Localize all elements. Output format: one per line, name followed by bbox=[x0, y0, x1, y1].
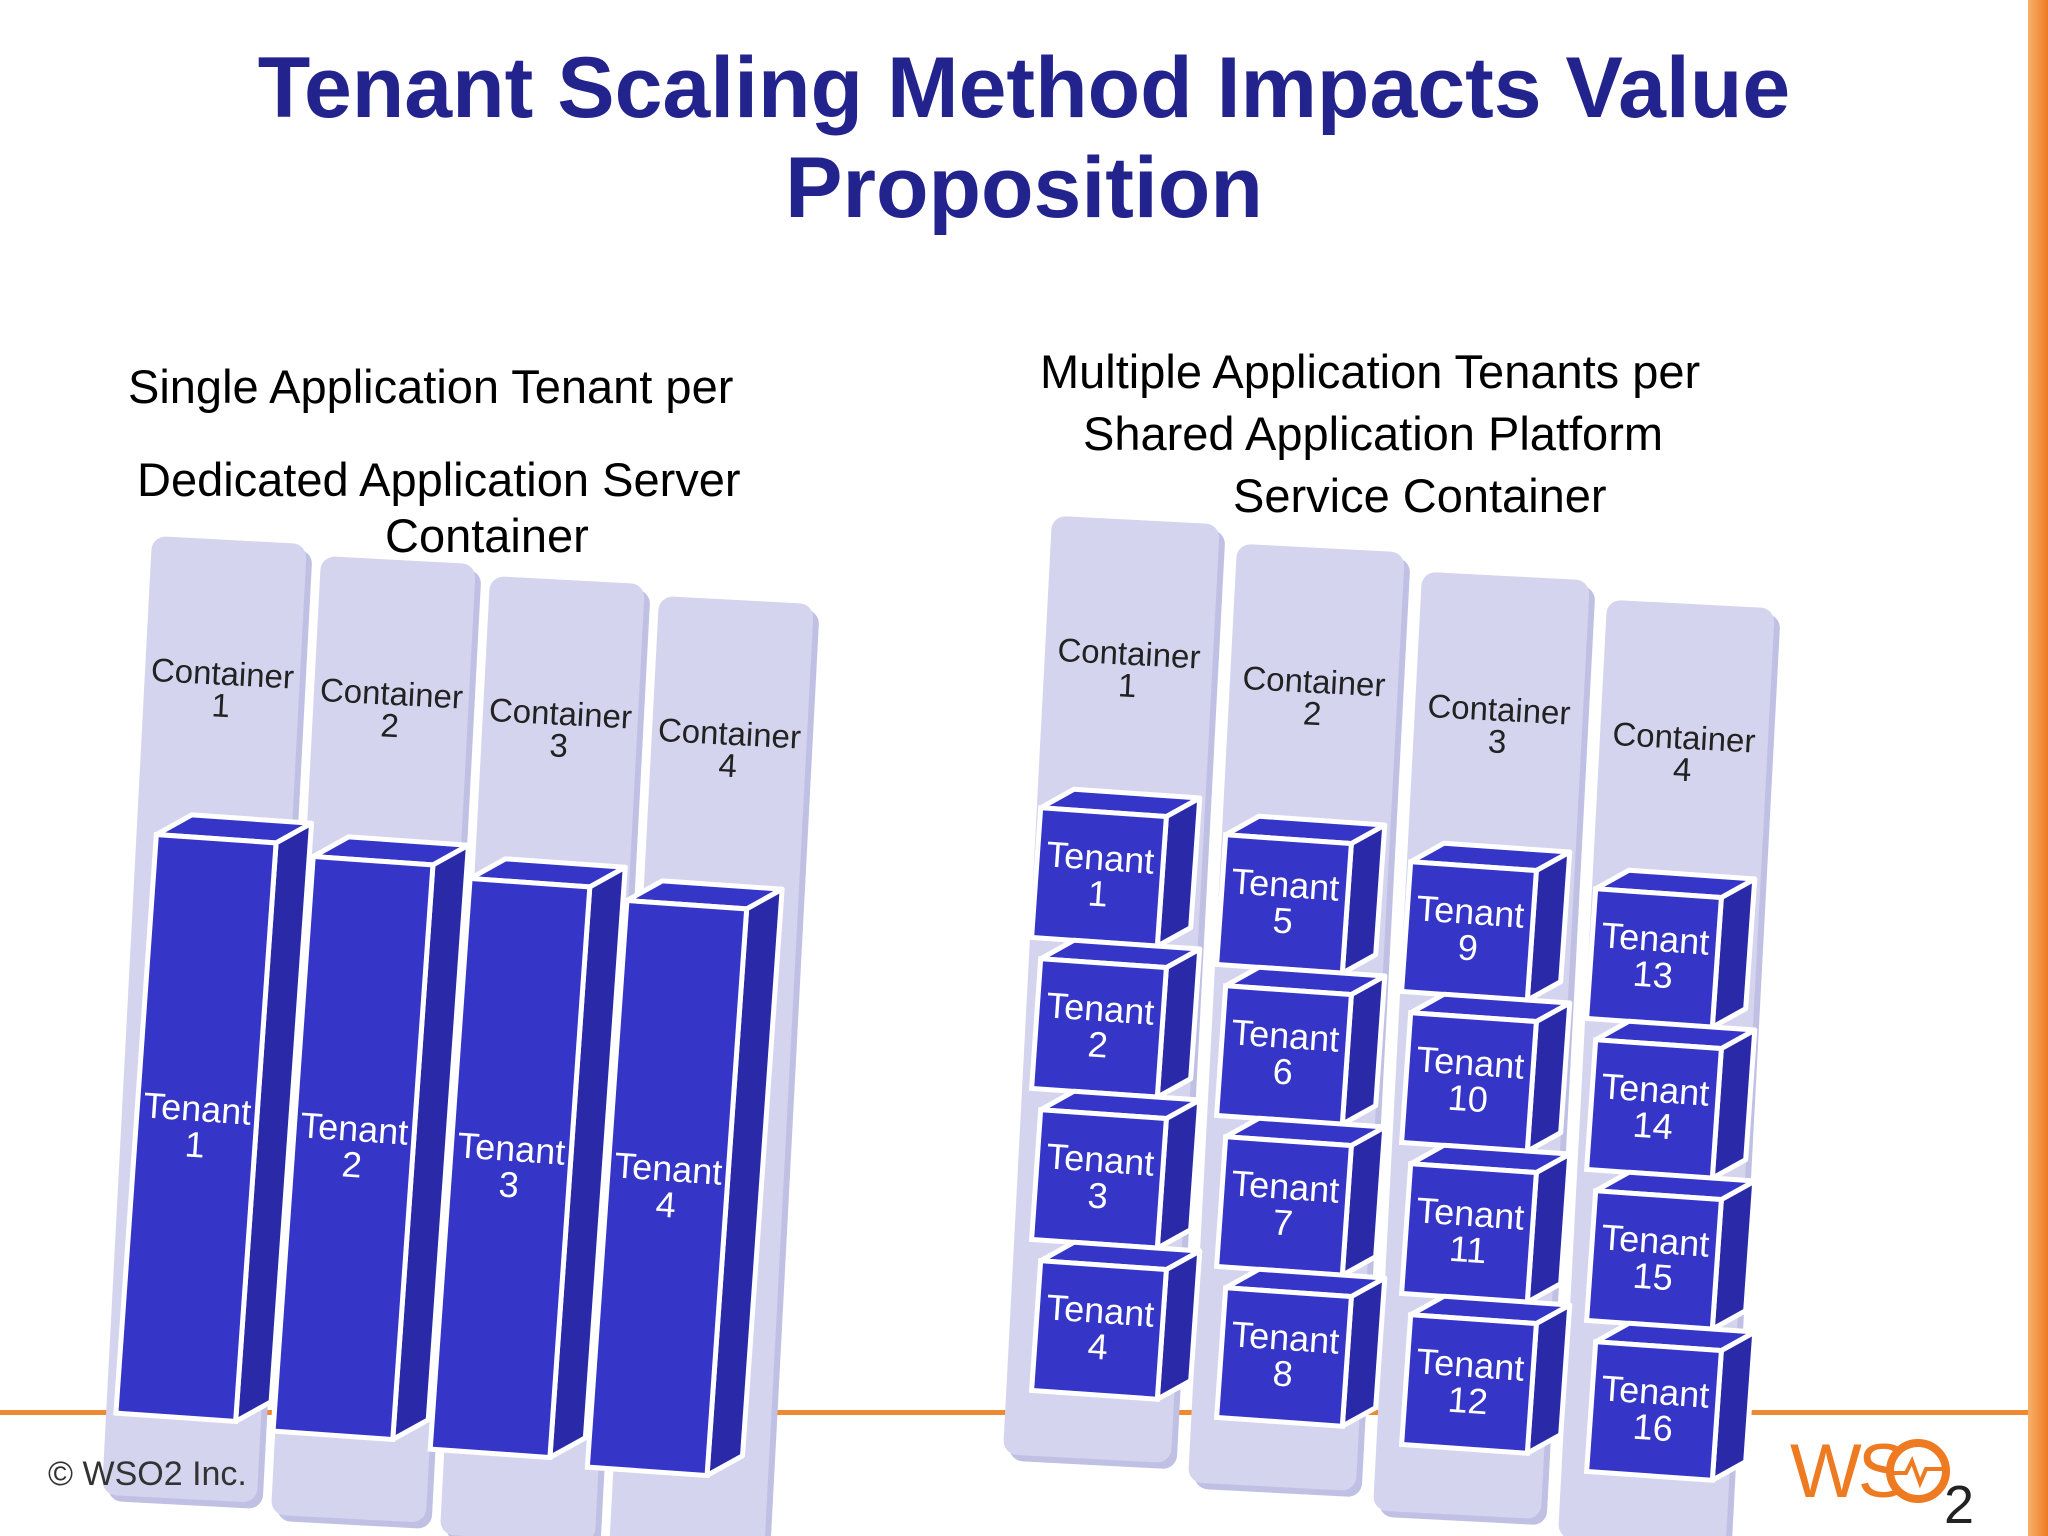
left-tenant-1-label: Tenant1 bbox=[140, 1084, 253, 1168]
right-container-1-label: Container1 bbox=[1055, 631, 1202, 707]
slide-title: Tenant Scaling Method Impacts Value Prop… bbox=[257, 40, 1791, 236]
right-tenant-1-label: Tenant1 bbox=[1043, 833, 1156, 917]
left-subtitle-line-3: Container bbox=[385, 509, 589, 562]
right-tenant-13: Tenant13 bbox=[1583, 867, 1758, 1030]
right-tenant-7-label: Tenant7 bbox=[1228, 1162, 1341, 1246]
right-tenant-2-label: Tenant2 bbox=[1043, 984, 1156, 1068]
right-tenant-3: Tenant3 bbox=[1028, 1088, 1203, 1251]
left-tenant-3-label: Tenant3 bbox=[454, 1124, 567, 1208]
right-container-3-label: Container3 bbox=[1425, 687, 1572, 763]
right-tenant-15-label: Tenant15 bbox=[1598, 1216, 1711, 1300]
svg-text:2: 2 bbox=[1944, 1475, 1974, 1525]
left-tenant-2: Tenant2 bbox=[270, 834, 471, 1443]
right-tenant-8-label: Tenant8 bbox=[1228, 1313, 1341, 1397]
left-subtitle-line-1: Single Application Tenant per bbox=[128, 360, 734, 413]
left-container-2-label: Container2 bbox=[317, 671, 464, 747]
right-tenant-13-label: Tenant13 bbox=[1598, 914, 1711, 998]
right-tenant-11-label: Tenant11 bbox=[1413, 1189, 1526, 1273]
right-tenant-16: Tenant16 bbox=[1583, 1320, 1758, 1483]
right-tenant-16-label: Tenant16 bbox=[1598, 1367, 1711, 1451]
copyright-text: © WSO2 Inc. bbox=[48, 1455, 247, 1493]
slide-right-border bbox=[2028, 0, 2048, 1536]
left-container-1-label: Container1 bbox=[148, 651, 295, 727]
left-subtitle-line-2: Dedicated Application Server bbox=[137, 453, 741, 506]
right-tenant-6: Tenant6 bbox=[1213, 964, 1388, 1127]
left-tenant-2-label: Tenant2 bbox=[297, 1104, 410, 1188]
right-tenant-4-label: Tenant4 bbox=[1043, 1286, 1156, 1370]
left-container-4-label: Container4 bbox=[655, 711, 802, 787]
right-tenant-3-label: Tenant3 bbox=[1043, 1135, 1156, 1219]
right-tenant-2: Tenant2 bbox=[1028, 937, 1203, 1100]
right-tenant-15: Tenant15 bbox=[1583, 1169, 1758, 1332]
right-tenant-14-label: Tenant14 bbox=[1598, 1065, 1711, 1149]
right-tenant-7: Tenant7 bbox=[1213, 1115, 1388, 1278]
wso2-logo: WS 2 bbox=[1790, 1429, 1974, 1525]
right-tenant-9-label: Tenant9 bbox=[1413, 887, 1526, 971]
right-tenant-14: Tenant14 bbox=[1583, 1018, 1758, 1181]
right-container-2-label: Container2 bbox=[1240, 659, 1387, 735]
left-tenant-3: Tenant3 bbox=[427, 856, 628, 1461]
right-subtitle-line-1: Multiple Application Tenants per bbox=[1040, 345, 1701, 398]
right-container-4-label: Container4 bbox=[1610, 715, 1757, 791]
left-tenant-4-label: Tenant4 bbox=[611, 1144, 724, 1228]
right-tenant-1: Tenant1 bbox=[1028, 786, 1203, 949]
right-tenant-12-label: Tenant12 bbox=[1413, 1340, 1526, 1424]
right-tenant-10: Tenant10 bbox=[1398, 991, 1573, 1154]
right-tenant-8: Tenant8 bbox=[1213, 1266, 1388, 1429]
right-tenant-5-label: Tenant5 bbox=[1228, 860, 1341, 944]
right-tenant-10-label: Tenant10 bbox=[1413, 1038, 1526, 1122]
right-tenant-6-label: Tenant6 bbox=[1228, 1011, 1341, 1095]
right-subtitle-line-3: Service Container bbox=[1233, 469, 1607, 522]
left-tenant-4: Tenant4 bbox=[584, 878, 785, 1479]
left-tenant-1: Tenant1 bbox=[113, 812, 315, 1425]
right-tenant-4: Tenant4 bbox=[1028, 1239, 1203, 1402]
right-subtitle-line-2: Shared Application Platform bbox=[1083, 407, 1663, 460]
right-tenant-11: Tenant11 bbox=[1398, 1142, 1573, 1305]
right-tenant-12: Tenant12 bbox=[1398, 1293, 1573, 1456]
right-tenant-9: Tenant9 bbox=[1398, 840, 1573, 1003]
left-container-3-label: Container3 bbox=[486, 691, 633, 767]
right-tenant-5: Tenant5 bbox=[1213, 813, 1388, 976]
